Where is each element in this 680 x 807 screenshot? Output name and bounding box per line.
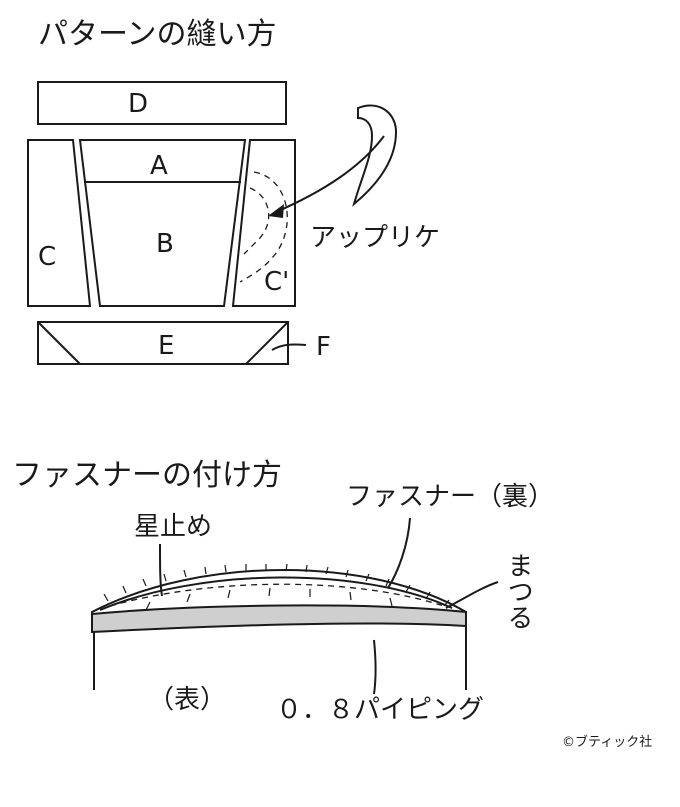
label-applique: アップリケ — [310, 223, 440, 253]
label-a: A — [150, 151, 168, 181]
label-c-prime: C' — [264, 267, 289, 297]
label-whipstitch: まつる — [503, 552, 533, 630]
whip-07 — [389, 597, 393, 607]
applique-outline-outer — [239, 171, 288, 283]
whip-ticks — [145, 587, 393, 611]
whip-01 — [145, 601, 151, 611]
tick-04 — [163, 573, 167, 582]
tick-14 — [365, 573, 370, 582]
label-tack: 星止め — [134, 512, 212, 542]
tick-05 — [183, 569, 187, 578]
tick-02 — [122, 585, 127, 594]
panel-e — [37, 321, 289, 365]
label-e: E — [158, 331, 174, 361]
tick-12 — [325, 566, 329, 575]
panel-d — [37, 81, 287, 125]
label-f: F — [316, 332, 331, 362]
panel-f-right — [245, 321, 289, 365]
label-b: B — [156, 229, 174, 259]
pattern-title: パターンの縫い方 — [38, 17, 277, 52]
whip-06 — [349, 591, 352, 601]
label-c: C — [38, 242, 56, 272]
tick-03 — [142, 578, 147, 587]
tick-16 — [405, 584, 411, 593]
applique-outline-inner — [243, 187, 270, 255]
tick-13 — [345, 569, 349, 578]
tick-07 — [224, 564, 227, 573]
piping-band — [91, 604, 467, 634]
tack-ticks — [103, 563, 450, 607]
tick-01 — [103, 593, 109, 602]
leader-tack — [159, 543, 163, 597]
leader-zipper-back — [387, 517, 411, 589]
panel-f-left — [37, 321, 81, 365]
applique-arrow-head — [268, 204, 284, 218]
label-zipper-back: ファスナー（裏） — [346, 482, 554, 512]
tick-17 — [425, 591, 431, 600]
tick-18 — [443, 599, 450, 607]
whip-02 — [186, 593, 191, 603]
tick-11 — [305, 564, 308, 573]
label-whipstitch-group: まつる — [503, 552, 533, 630]
panel-c-prime — [231, 139, 296, 307]
zipper-stitch-line — [109, 583, 445, 607]
whip-03 — [227, 589, 231, 599]
panel-c — [27, 139, 92, 307]
leader-whipstitch — [445, 581, 499, 609]
applique-arrow-line — [275, 135, 385, 213]
tick-10 — [285, 563, 288, 572]
label-piping: ０．８パイピング — [276, 695, 484, 725]
leader-f — [271, 343, 307, 351]
tick-15 — [385, 578, 390, 587]
whip-04 — [268, 587, 271, 597]
label-front: （表） — [148, 685, 226, 715]
leader-piping — [373, 639, 377, 695]
tick-06 — [204, 566, 207, 575]
applique-piece — [352, 104, 398, 207]
zipper-title: ファスナーの付け方 — [12, 458, 282, 493]
copyright: ©ブティック社 — [562, 734, 652, 750]
label-d: D — [128, 89, 148, 119]
zipper-inner-edge — [99, 576, 453, 611]
